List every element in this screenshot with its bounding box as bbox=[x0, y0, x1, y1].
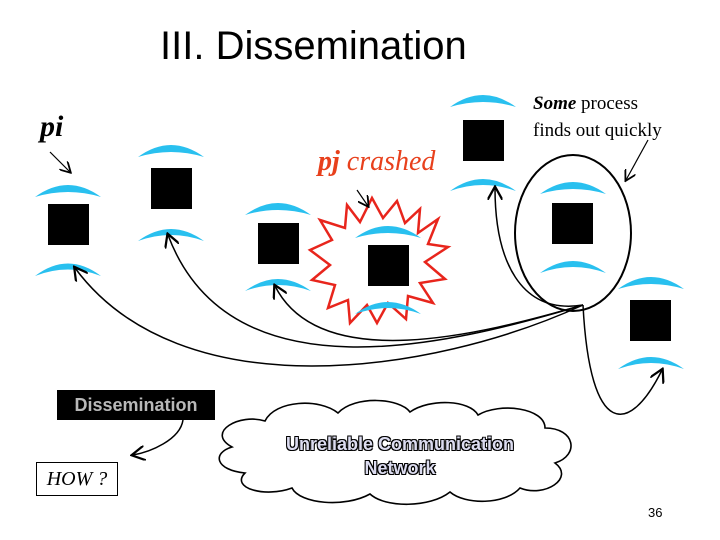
some-rest-1: process bbox=[581, 93, 639, 114]
process-pi bbox=[35, 185, 101, 276]
process-3 bbox=[245, 203, 311, 291]
how-box: HOW ? bbox=[36, 462, 118, 496]
process-2 bbox=[138, 145, 204, 241]
some-process-note: Some process finds out quickly bbox=[533, 90, 662, 144]
some-rest-2: finds out quickly bbox=[533, 120, 662, 141]
some-pointer-arrow bbox=[626, 139, 649, 180]
dissemination-to-how-arrow bbox=[133, 419, 184, 455]
process-pj-crashed bbox=[355, 226, 421, 314]
crashed-label: pj crashed bbox=[318, 146, 435, 178]
some-word: Some bbox=[533, 93, 577, 114]
dissemination-arrow-pi bbox=[75, 268, 584, 367]
pj-label: pj bbox=[318, 146, 340, 177]
page-number: 36 bbox=[648, 505, 663, 520]
network-label: Unreliable Communication Network bbox=[225, 432, 575, 480]
pi-label: pi bbox=[40, 110, 64, 143]
pi-pointer-arrow bbox=[49, 151, 70, 172]
dissemination-arrow-3 bbox=[275, 286, 584, 342]
highlight-oval bbox=[514, 154, 632, 312]
pj-pointer-arrow bbox=[356, 189, 368, 206]
crashed-text: crashed bbox=[346, 146, 436, 177]
process-7 bbox=[618, 277, 684, 369]
dissemination-box: Dissemination bbox=[57, 390, 215, 420]
dissemination-arrow-7 bbox=[582, 304, 662, 415]
network-label-line-2: Network bbox=[364, 458, 436, 478]
dissemination-arrow-5 bbox=[495, 188, 584, 307]
slide-title: III. Dissemination bbox=[160, 24, 467, 68]
process-some bbox=[540, 182, 606, 273]
process-5 bbox=[450, 95, 516, 191]
network-label-line-1: Unreliable Communication bbox=[285, 434, 515, 454]
network-cloud bbox=[218, 399, 572, 506]
